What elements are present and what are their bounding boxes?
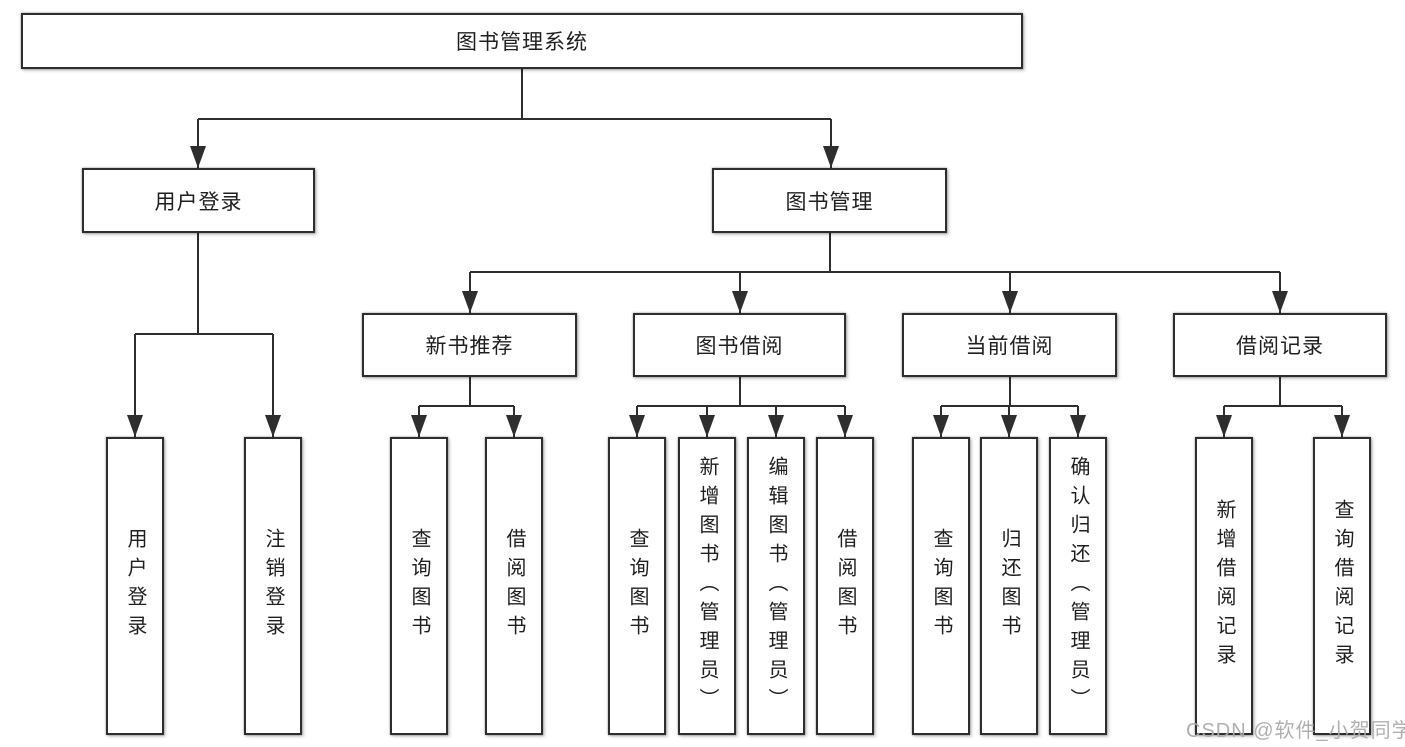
leaf-query-books-current: 查询图书	[912, 437, 970, 735]
leaf-add-borrow-record: 新增借阅记录	[1195, 437, 1253, 735]
node-book-borrow: 图书借阅	[633, 313, 846, 377]
leaf-borrow-books-recommend: 借阅图书	[485, 437, 543, 735]
csdn-watermark: CSDN @软件_小贺同学	[1186, 720, 1405, 742]
leaf-return-book: 归还图书	[980, 437, 1038, 735]
leaf-query-books-recommend: 查询图书	[390, 437, 448, 735]
node-new-book-recommend: 新书推荐	[362, 313, 577, 377]
leaf-edit-book-admin: 编辑图书（管理员）	[747, 437, 805, 735]
leaf-add-book-admin: 新增图书（管理员）	[678, 437, 736, 735]
leaf-logout-login: 注销登录	[244, 437, 302, 735]
leaf-confirm-return-admin: 确认归还（管理员）	[1049, 437, 1107, 735]
node-book-management: 图书管理	[712, 168, 947, 233]
leaf-user-login: 用户登录	[106, 437, 164, 735]
node-root-system: 图书管理系统	[21, 13, 1023, 69]
leaf-borrow-books-borrow: 借阅图书	[816, 437, 874, 735]
node-user-login: 用户登录	[82, 168, 315, 233]
leaf-query-borrow-record: 查询借阅记录	[1313, 437, 1371, 735]
node-borrow-records: 借阅记录	[1173, 313, 1387, 377]
node-current-borrow: 当前借阅	[902, 313, 1117, 377]
leaf-query-books-borrow: 查询图书	[608, 437, 666, 735]
